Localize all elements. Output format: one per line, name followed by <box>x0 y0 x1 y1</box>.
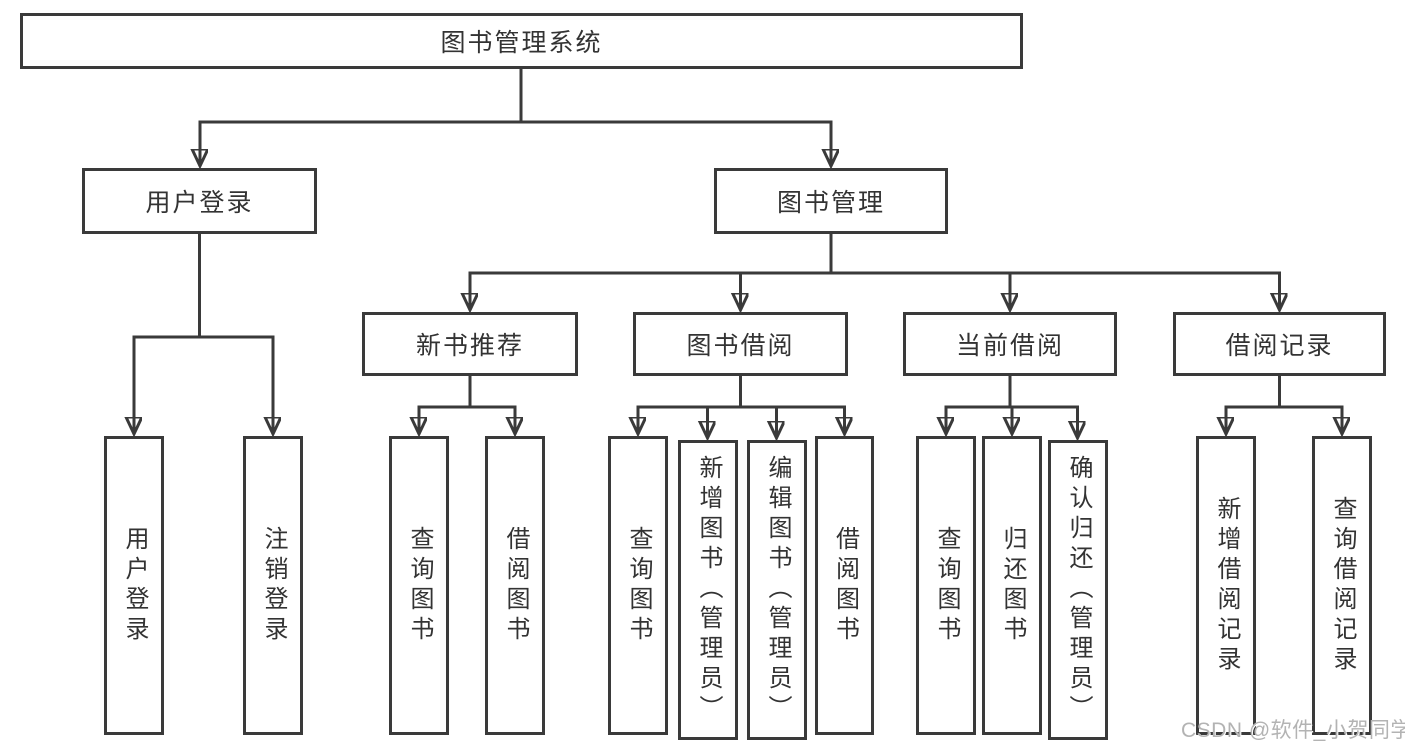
connector-current-borrowing-children <box>946 376 1078 438</box>
wire <box>741 271 831 310</box>
wire <box>831 271 1280 310</box>
wire <box>134 234 201 434</box>
wire <box>740 405 845 434</box>
node-nbr-query-books: 查询图书 <box>389 436 449 735</box>
node-current-borrowing: 当前借阅 <box>903 312 1117 376</box>
wire <box>470 405 515 434</box>
wire <box>521 120 831 166</box>
node-book-borrowing: 图书借阅 <box>633 312 848 376</box>
node-bb-query-books: 查询图书 <box>608 436 668 735</box>
wire <box>199 335 274 434</box>
wire <box>1010 405 1012 434</box>
watermark: CSDN @软件_小贺同学 <box>1181 719 1405 742</box>
connector-book-borrowing-children <box>638 376 845 438</box>
connector-root-to-level2 <box>200 68 831 166</box>
node-cb-query-books: 查询图书 <box>916 436 976 735</box>
connector-book-management-children <box>470 234 1280 310</box>
node-bb-add-books-admin: 新增图书（管理员） <box>678 440 738 740</box>
connector-new-book-recommendation-children <box>419 376 515 434</box>
node-br-add-borrow-record: 新增借阅记录 <box>1196 436 1256 735</box>
connector-borrowing-records-children <box>1226 376 1342 434</box>
wire <box>200 68 523 166</box>
connector-user-login-children <box>134 234 273 434</box>
node-user-login-leaf: 用户登录 <box>104 436 164 735</box>
node-new-book-recommendation: 新书推荐 <box>362 312 578 376</box>
wire <box>1279 405 1343 434</box>
node-bb-borrow-books: 借阅图书 <box>815 436 874 735</box>
wire <box>831 271 1010 310</box>
wire <box>638 376 742 434</box>
wire <box>708 405 741 438</box>
wire <box>419 376 472 434</box>
wire <box>1010 405 1078 438</box>
node-br-query-borrow-record: 查询借阅记录 <box>1312 436 1372 735</box>
wire <box>1226 376 1281 434</box>
node-cb-confirm-return-admin: 确认归还（管理员） <box>1048 440 1108 740</box>
node-logout: 注销登录 <box>243 436 303 735</box>
node-bb-edit-books-admin: 编辑图书（管理员） <box>747 440 807 740</box>
node-book-management: 图书管理 <box>714 168 948 234</box>
node-borrowing-records: 借阅记录 <box>1173 312 1386 376</box>
node-cb-return-books: 归还图书 <box>982 436 1042 735</box>
node-library-management-system: 图书管理系统 <box>20 13 1023 69</box>
node-nbr-borrow-books: 借阅图书 <box>485 436 545 735</box>
wire <box>470 234 833 310</box>
wire <box>740 405 777 438</box>
node-user-login: 用户登录 <box>82 168 317 234</box>
wire <box>946 376 1012 434</box>
